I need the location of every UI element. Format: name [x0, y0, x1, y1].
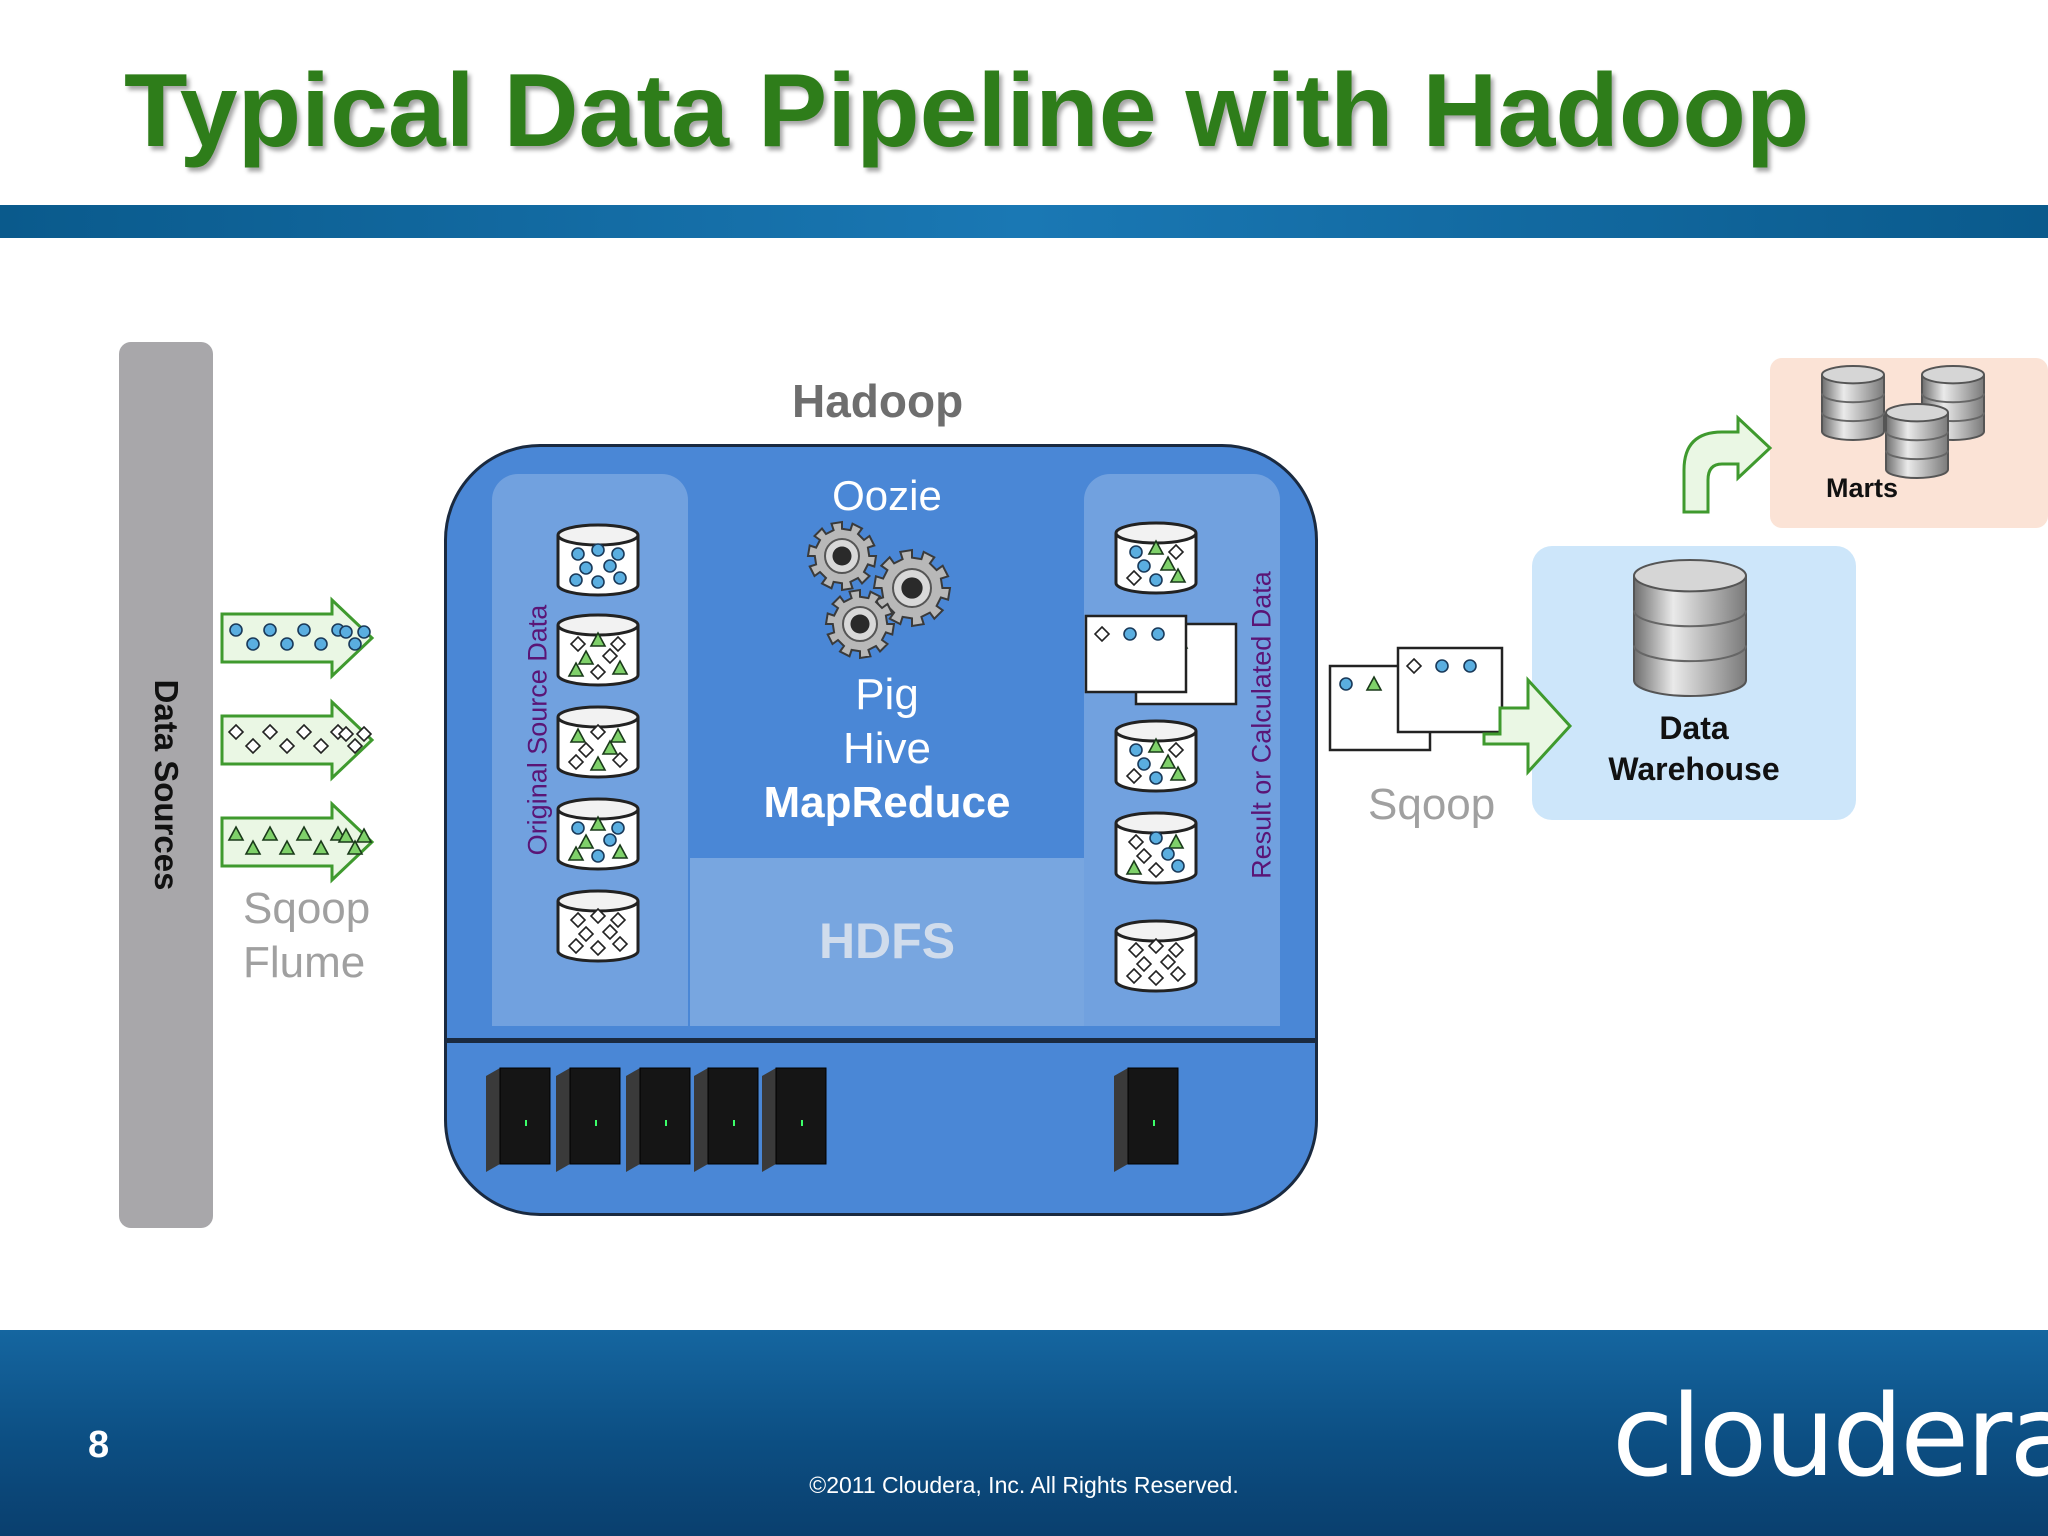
cloudera-logo: cloudera [1612, 1372, 2048, 1502]
source-data-cylinder [556, 613, 640, 687]
source-data-cylinder [556, 523, 640, 597]
server-rack-icon [486, 1067, 551, 1172]
slide-title: Typical Data Pipeline with Hadoop [124, 53, 1810, 169]
ingest-tool-flume: Flume [243, 938, 366, 987]
data-warehouse-label: Data Warehouse [1532, 708, 1856, 790]
export-document-icon [1396, 646, 1504, 734]
copyright-text: ©2011 Cloudera, Inc. All Rights Reserved… [809, 1472, 1239, 1498]
cluster-divider [444, 1038, 1318, 1043]
mapreduce-label: MapReduce [763, 778, 1011, 827]
server-rack-icon [1114, 1067, 1179, 1172]
source-data-cylinder [556, 797, 640, 871]
source-data-cylinder [556, 889, 640, 963]
stream-arrow-triangles [220, 800, 375, 884]
stream-arrow-diamonds [220, 698, 375, 782]
server-rack-icon [626, 1067, 691, 1172]
warehouse-database-icon [1633, 559, 1747, 697]
slide-number: 8 [88, 1424, 110, 1466]
hadoop-label: Hadoop [792, 375, 964, 427]
stream-arrow-circles [220, 596, 375, 680]
export-arrow [1482, 676, 1573, 776]
warehouse-line-2: Warehouse [1608, 751, 1780, 787]
result-document-icon [1084, 614, 1188, 694]
mart-database-icon [1821, 365, 1885, 441]
gear-icon [806, 520, 878, 592]
oozie-label: Oozie [832, 472, 942, 519]
result-data-cylinder [1114, 719, 1198, 793]
result-data-cylinder [1114, 919, 1198, 993]
mart-database-icon [1885, 403, 1949, 479]
source-data-cylinder [556, 705, 640, 779]
gear-icon [872, 548, 952, 628]
server-rack-icon [762, 1067, 827, 1172]
hdfs-label: HDFS [818, 913, 956, 969]
result-data-cylinder [1114, 811, 1198, 885]
server-rack-icon [694, 1067, 759, 1172]
marts-label: Marts [1826, 473, 1899, 503]
result-data-cylinder [1114, 521, 1198, 595]
curved-arrow-icon [1682, 414, 1773, 514]
data-sources-bar [119, 342, 213, 1228]
footer-band [0, 1330, 2048, 1536]
hive-label: Hive [842, 724, 932, 773]
hdfs-panel [690, 858, 1084, 1026]
header-rule [0, 205, 2048, 238]
export-tool-sqoop: Sqoop [1368, 780, 1496, 829]
warehouse-line-1: Data [1659, 710, 1729, 746]
gear-icon [824, 588, 896, 660]
pig-label: Pig [855, 670, 919, 719]
server-rack-icon [556, 1067, 621, 1172]
ingest-tool-sqoop: Sqoop [243, 884, 371, 933]
